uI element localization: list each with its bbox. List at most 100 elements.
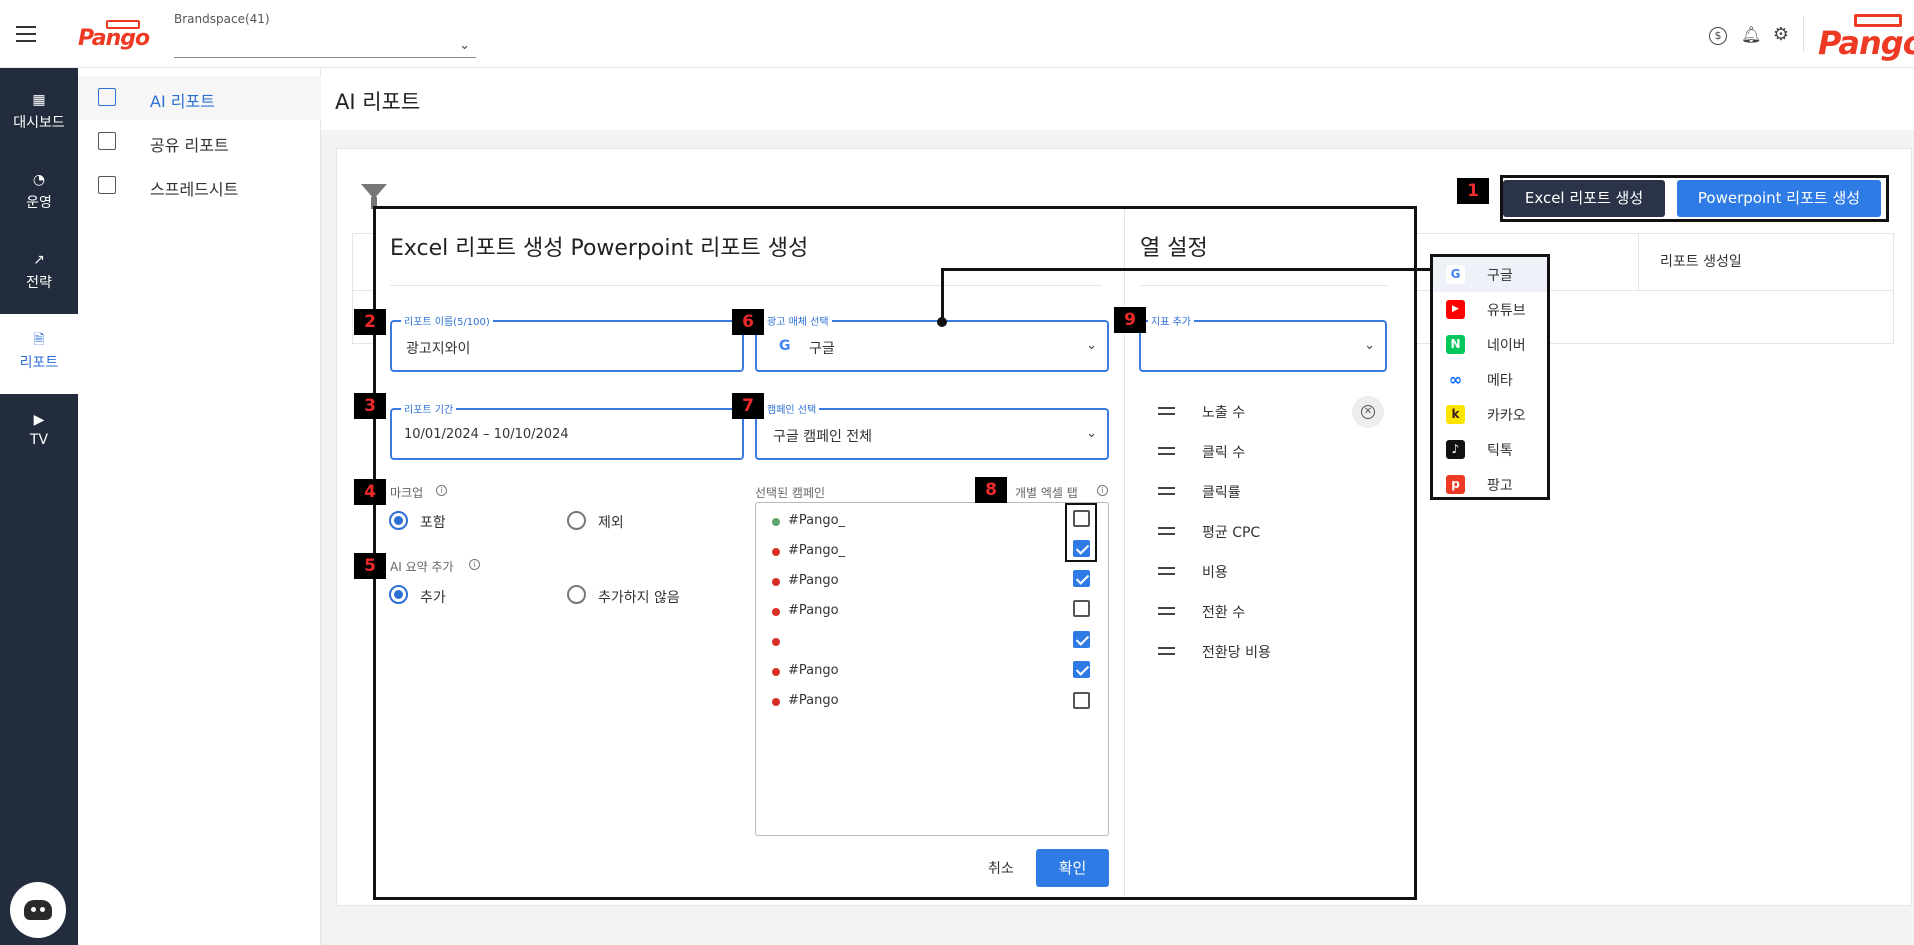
pango-icon: p: [1446, 475, 1465, 494]
excel-tab-checkbox[interactable]: [1073, 692, 1090, 709]
page-header: [321, 68, 1914, 130]
drag-handle-icon[interactable]: [1158, 487, 1175, 495]
excel-tab-checkbox[interactable]: [1073, 631, 1090, 648]
report-name-field[interactable]: 광고지와이: [390, 320, 744, 372]
campaign-name: #Pango: [788, 573, 839, 588]
bell-icon[interactable]: 🔔︎: [1741, 25, 1762, 44]
excel-report-button[interactable]: Excel 리포트 생성: [1503, 180, 1665, 217]
top-header: [0, 0, 1914, 68]
cancel-button[interactable]: 취소: [988, 861, 1014, 877]
metric-name: 클릭 수: [1202, 445, 1246, 461]
campaign-value: 구글 캠페인 전체: [773, 429, 873, 445]
menu-icon[interactable]: [16, 26, 36, 42]
subnav-label: AI 리포트: [150, 92, 215, 111]
ai-summary-add-radio[interactable]: [389, 585, 408, 604]
drag-handle-icon[interactable]: [1158, 407, 1175, 415]
brandspace-select[interactable]: ⌄: [174, 30, 476, 58]
ai-summary-skip-radio[interactable]: [567, 585, 586, 604]
chevron-down-icon: ⌄: [459, 38, 470, 53]
add-metric-select[interactable]: ⌄: [1139, 320, 1387, 372]
callout-badge: 5: [354, 553, 386, 579]
nav-item-dashboard[interactable]: ▦ 대시보드: [0, 74, 78, 154]
platform-option-kakao[interactable]: k 카카오: [1433, 397, 1547, 432]
excel-tab-checkbox[interactable]: [1073, 510, 1090, 527]
platform-option-youtube[interactable]: ▶ 유튜브: [1433, 292, 1547, 327]
modal-column-divider: [1124, 209, 1125, 897]
chart-icon: ↗: [33, 252, 45, 268]
markup-include-label: 포함: [420, 515, 446, 531]
callout-badge: 9: [1114, 307, 1146, 333]
metric-item[interactable]: 비용: [1158, 558, 1388, 588]
callout-badge: 7: [732, 393, 764, 419]
markup-exclude-radio[interactable]: [567, 511, 586, 530]
ai-summary-skip-label: 추가하지 않음: [598, 590, 680, 606]
excel-tab-checkbox[interactable]: [1073, 600, 1090, 617]
metric-item[interactable]: 클릭 수: [1158, 438, 1388, 468]
column-header-created[interactable]: 리포트 생성일: [1660, 254, 1742, 270]
subnav-label: 공유 리포트: [150, 136, 229, 155]
report-list-icon: [98, 88, 116, 106]
drag-handle-icon[interactable]: [1158, 607, 1175, 615]
nav-item-tv[interactable]: ▶ TV: [0, 394, 78, 474]
drag-handle-icon[interactable]: [1158, 647, 1175, 655]
info-icon[interactable]: i: [469, 559, 480, 570]
excel-tab-checkbox[interactable]: [1073, 540, 1090, 557]
nav-label: 운영: [26, 195, 52, 211]
campaign-name: #Pango_: [788, 543, 846, 558]
subnav-item-ai-report[interactable]: AI 리포트: [78, 76, 321, 120]
youtube-icon: ▶: [1446, 300, 1465, 319]
callout-badge: 2: [354, 309, 386, 335]
filter-icon[interactable]: [361, 184, 387, 209]
report-period-field[interactable]: 10/01/2024 – 10/10/2024: [390, 408, 744, 460]
platform-option-naver[interactable]: N 네이버: [1433, 327, 1547, 362]
media-select[interactable]: G 구글 ⌄: [755, 320, 1109, 372]
ppt-report-button[interactable]: Powerpoint 리포트 생성: [1677, 180, 1881, 217]
assistant-bot-button[interactable]: [10, 882, 66, 938]
platform-option-tiktok[interactable]: ♪ 틱톡: [1433, 432, 1547, 467]
campaign-row: #Pango_: [756, 536, 1108, 566]
billing-icon[interactable]: $: [1709, 27, 1727, 45]
markup-include-radio[interactable]: [389, 511, 408, 530]
platform-name: 구글: [1487, 268, 1513, 284]
nav-label: TV: [29, 432, 49, 448]
media-value: 구글: [809, 341, 835, 357]
platform-option-pango[interactable]: p 팡고: [1433, 467, 1547, 502]
excel-tab-checkbox[interactable]: [1073, 661, 1090, 678]
subnav-item-shared-report[interactable]: 공유 리포트: [78, 120, 321, 164]
metric-item[interactable]: 노출 수: [1158, 398, 1388, 428]
remove-metric-button[interactable]: ✕: [1352, 396, 1384, 428]
confirm-button[interactable]: 확인: [1036, 849, 1109, 887]
drag-handle-icon[interactable]: [1158, 567, 1175, 575]
metric-item[interactable]: 전환당 비용: [1158, 638, 1388, 668]
metric-name: 전환 수: [1202, 605, 1246, 621]
drag-handle-icon[interactable]: [1158, 447, 1175, 455]
campaign-name: #Pango: [788, 693, 839, 708]
metric-item[interactable]: 전환 수: [1158, 598, 1388, 628]
metric-item[interactable]: 클릭률: [1158, 478, 1388, 508]
pango-logo[interactable]: Pango: [78, 18, 150, 52]
shared-report-icon: [98, 132, 116, 150]
selected-campaign-list[interactable]: #Pango_ #Pango_ #Pango #Pango #Pango #Pa…: [755, 502, 1109, 836]
campaign-select[interactable]: 구글 캠페인 전체 ⌄: [755, 408, 1109, 460]
nav-item-operations[interactable]: ◔ 운영: [0, 154, 78, 234]
gear-icon[interactable]: ⚙: [1772, 24, 1790, 45]
subnav-item-spreadsheet[interactable]: 스프레드시트: [78, 164, 321, 208]
nav-item-strategy[interactable]: ↗ 전략: [0, 234, 78, 314]
callout-connector-dot: [937, 317, 947, 327]
nav-item-report[interactable]: 🗎 리포트: [0, 314, 78, 394]
callout-badge: 3: [354, 393, 386, 419]
report-period-value: 10/01/2024 – 10/10/2024: [404, 427, 569, 442]
drag-handle-icon[interactable]: [1158, 527, 1175, 535]
excel-tab-checkbox[interactable]: [1073, 570, 1090, 587]
page-title: AI 리포트: [335, 90, 421, 114]
report-name-value: 광고지와이: [406, 341, 471, 357]
metric-item[interactable]: 평균 CPC: [1158, 518, 1388, 548]
report-icon: 🗎: [33, 332, 45, 348]
campaign-row: #Pango_: [756, 506, 1108, 536]
platform-option-meta[interactable]: ∞ 메타: [1433, 362, 1547, 397]
info-icon[interactable]: i: [436, 485, 447, 496]
info-icon[interactable]: i: [1097, 485, 1108, 496]
platform-option-google[interactable]: G 구글: [1433, 257, 1547, 292]
selected-campaigns-label: 선택된 캠페인: [755, 486, 826, 500]
divider: [1140, 285, 1388, 286]
